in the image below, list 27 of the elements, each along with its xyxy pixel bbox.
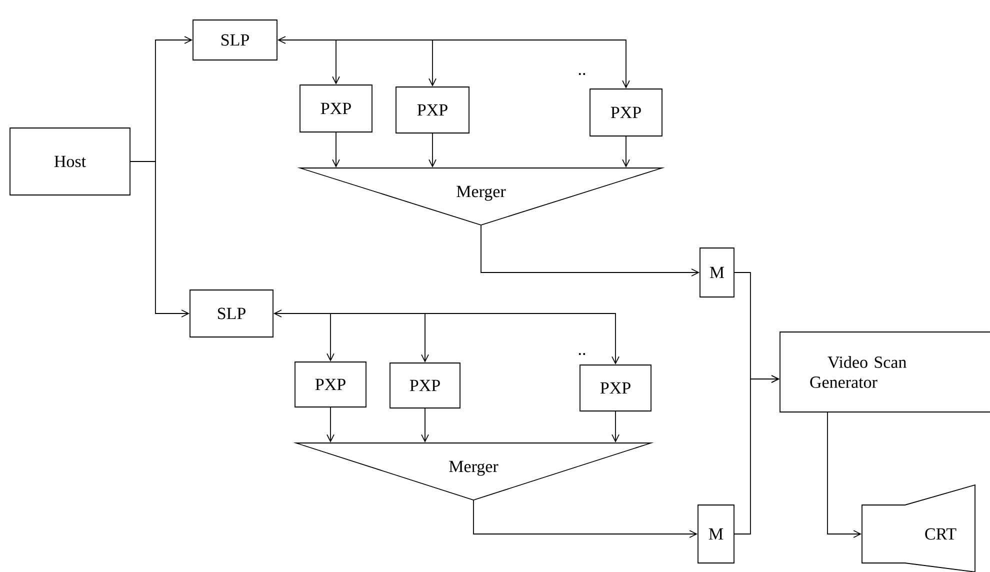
process-box: M bbox=[698, 504, 734, 564]
process-box: PXP bbox=[300, 84, 372, 132]
arrow bbox=[827, 412, 862, 538]
arrow bbox=[277, 36, 630, 89]
process-box: Host bbox=[10, 128, 130, 196]
arrow bbox=[428, 133, 436, 168]
process-box: PXP bbox=[580, 364, 652, 412]
arrow bbox=[622, 136, 630, 168]
arrow bbox=[326, 407, 334, 443]
process-box: M bbox=[700, 248, 734, 298]
process-box: SLP bbox=[190, 290, 274, 338]
arrow bbox=[473, 500, 698, 538]
arrow bbox=[421, 408, 429, 443]
process-box: PXP bbox=[294, 362, 366, 408]
arrow bbox=[273, 310, 620, 365]
process-box: PXP bbox=[396, 86, 470, 134]
ellipsis-dots: .. bbox=[578, 72, 586, 75]
crt-screen-drawing: CRT bbox=[862, 484, 976, 572]
arrow bbox=[734, 375, 780, 534]
arrow bbox=[332, 132, 340, 168]
process-box: SLP bbox=[192, 20, 278, 60]
arrow bbox=[480, 225, 700, 276]
process-box: PXP bbox=[390, 362, 460, 408]
process-box: PXP bbox=[590, 88, 662, 136]
arrow bbox=[612, 411, 620, 443]
arrow bbox=[130, 161, 190, 318]
process-box: Video Scan Generator bbox=[780, 332, 990, 412]
